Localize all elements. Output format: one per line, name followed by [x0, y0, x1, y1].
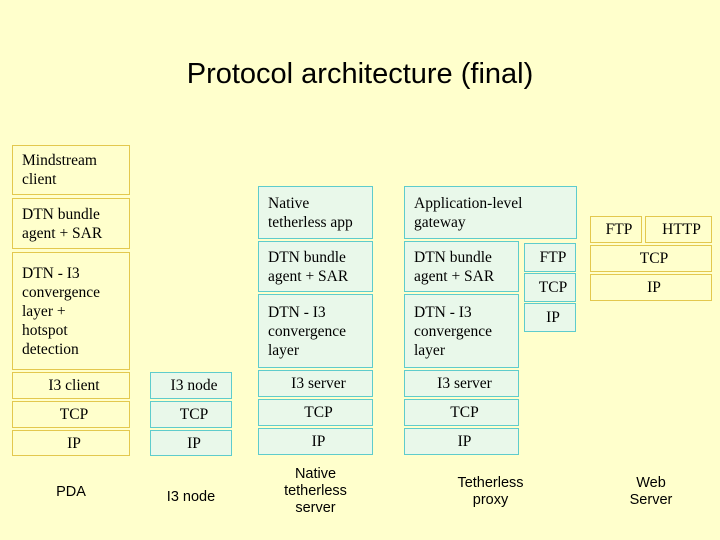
- node-label-tetherless-proxy: Tetherless proxy: [457, 475, 524, 508]
- layer-label: IP: [187, 434, 201, 452]
- layer-dtn-bundle-agent-sar[interactable]: DTN bundle agent + SAR: [404, 241, 519, 292]
- node-label-pda: PDA: [56, 484, 86, 500]
- layer-http[interactable]: HTTP: [645, 216, 712, 243]
- layer-label: TCP: [538, 279, 568, 296]
- layer-label: DTN bundle agent + SAR: [414, 248, 495, 285]
- layer-label: IP: [311, 433, 326, 450]
- layer-label: IP: [67, 434, 81, 452]
- layer-label: TCP: [179, 406, 209, 423]
- layer-i3-server[interactable]: I3 server: [404, 370, 519, 397]
- layer-label: I3 client: [48, 377, 100, 394]
- layer-ip[interactable]: IP: [150, 430, 232, 456]
- layer-label: Mindstream client: [22, 152, 97, 188]
- layer-label: DTN - I3 convergence layer: [414, 303, 493, 359]
- layer-tcp[interactable]: TCP: [404, 399, 519, 426]
- layer-label: Application-level gateway: [414, 194, 523, 231]
- layer-mindstream-client[interactable]: Mindstream client: [12, 145, 130, 195]
- layer-label: FTP: [605, 221, 633, 238]
- layer-label: I3 node: [170, 377, 218, 394]
- layer-tcp[interactable]: TCP: [150, 401, 232, 428]
- layer-i3-node[interactable]: I3 node: [150, 372, 232, 399]
- side-layer-ip[interactable]: IP: [524, 303, 576, 332]
- layer-label: DTN - I3 convergence layer + hotspot det…: [22, 264, 101, 358]
- layer-label: TCP: [304, 404, 333, 421]
- layer-dtn-bundle-agent-sar[interactable]: DTN bundle agent + SAR: [12, 198, 130, 249]
- layer-dtn-i3-convergence-hotspot[interactable]: DTN - I3 convergence layer + hotspot det…: [12, 252, 130, 370]
- layer-label: I3 server: [437, 375, 492, 392]
- layer-dtn-bundle-agent-sar[interactable]: DTN bundle agent + SAR: [258, 241, 373, 292]
- layer-label: HTTP: [662, 221, 701, 238]
- layer-label: FTP: [539, 249, 567, 266]
- layer-label: I3 server: [291, 375, 346, 392]
- layer-tcp[interactable]: TCP: [590, 245, 712, 272]
- page-title: Protocol architecture (final): [186, 58, 534, 90]
- layer-ftp[interactable]: FTP: [590, 216, 642, 243]
- layer-label: DTN bundle agent + SAR: [22, 205, 103, 242]
- layer-native-tetherless-app[interactable]: Native tetherless app: [258, 186, 373, 239]
- layer-tcp[interactable]: TCP: [12, 401, 130, 428]
- layer-label: DTN - I3 convergence layer: [268, 303, 347, 359]
- side-layer-ftp[interactable]: FTP: [524, 243, 576, 272]
- layer-label: IP: [457, 433, 472, 450]
- layer-label: DTN bundle agent + SAR: [268, 248, 349, 285]
- layer-label: Native tetherless app: [268, 194, 353, 231]
- layer-label: TCP: [450, 404, 479, 421]
- node-label-i3-node: I3 node: [166, 489, 216, 505]
- side-layer-tcp[interactable]: TCP: [524, 273, 576, 302]
- layer-ip[interactable]: IP: [404, 428, 519, 455]
- layer-dtn-i3-convergence-layer[interactable]: DTN - I3 convergence layer: [404, 294, 519, 368]
- layer-ip[interactable]: IP: [590, 274, 712, 301]
- layer-label: TCP: [59, 406, 89, 423]
- layer-application-level-gateway[interactable]: Application-level gateway: [404, 186, 577, 239]
- layer-ip[interactable]: IP: [258, 428, 373, 455]
- node-label-native-tetherless-server: Native tetherless server: [284, 466, 347, 516]
- node-label-web-server: Web Server: [629, 475, 673, 508]
- layer-dtn-i3-convergence-layer[interactable]: DTN - I3 convergence layer: [258, 294, 373, 368]
- layer-i3-client[interactable]: I3 client: [12, 372, 130, 399]
- layer-label: IP: [546, 309, 560, 326]
- layer-label: IP: [647, 279, 661, 296]
- layer-ip[interactable]: IP: [12, 430, 130, 456]
- layer-i3-server[interactable]: I3 server: [258, 370, 373, 397]
- layer-label: TCP: [639, 250, 669, 267]
- layer-tcp[interactable]: TCP: [258, 399, 373, 426]
